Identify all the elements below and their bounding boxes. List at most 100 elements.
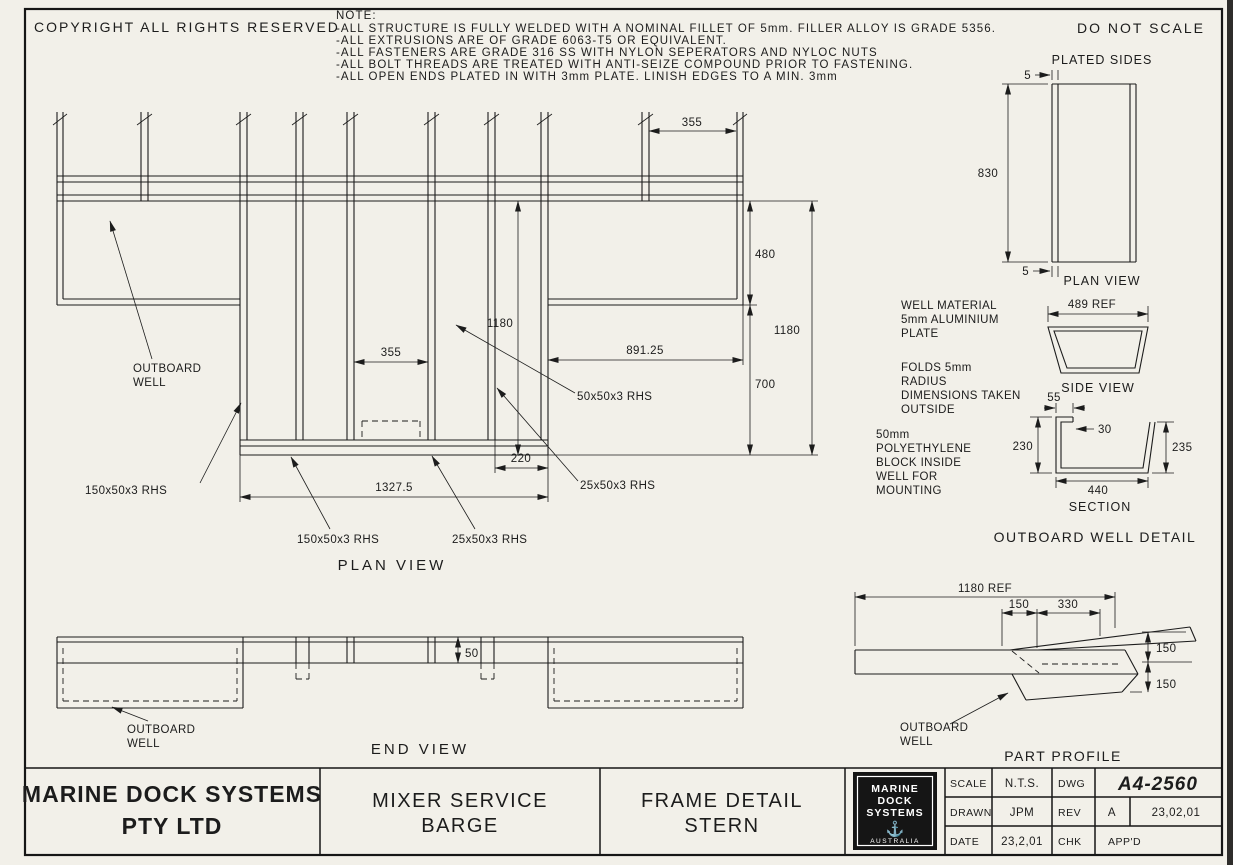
dwg-number: A4-2560: [1117, 774, 1198, 795]
plan-view-caption: PLAN VIEW: [338, 557, 447, 574]
sheet-title-line2: STERN: [684, 815, 759, 837]
profile-hidden-lines: [1011, 650, 1120, 674]
well-note-folds-1: FOLDS 5mm: [901, 362, 972, 374]
well-note-block-3: BLOCK INSIDE: [876, 457, 961, 469]
endview-label-outboard-2: WELL: [127, 738, 160, 750]
leader-rhs-150-left: [199, 402, 242, 484]
leader-rhs-25-right: [496, 387, 579, 482]
endview-structure-lines: [56, 636, 744, 709]
company-name-line1: MARINE DOCK SYSTEMS: [22, 781, 322, 807]
note-line-4: -ALL BOLT THREADS ARE TREATED WITH ANTI-…: [336, 59, 913, 71]
section-outline: [1055, 416, 1156, 474]
plated-dim-830: 830: [978, 168, 998, 180]
plan-label-outboard-2: WELL: [133, 377, 166, 389]
logo-text-line1: MARINE: [871, 783, 918, 795]
plan-dim-220: 220: [511, 453, 531, 465]
leader-rhs-25-bot: [431, 455, 476, 530]
plan-label-rhs-25-right: 25x50x3 RHS: [580, 480, 655, 492]
outboard-well-detail-title: OUTBOARD WELL DETAIL: [994, 529, 1197, 545]
leader-rhs-50: [455, 324, 576, 394]
border-frame: [23, 7, 1224, 857]
plan-view: 355 480 700 1180 1180 891.25 355 220 132…: [52, 112, 818, 574]
end-view: 50 OUTBOARD WELL END VIEW: [56, 636, 744, 758]
sheet-title-line1: FRAME DETAIL: [641, 790, 803, 812]
drawn-value: JPM: [1010, 807, 1035, 819]
profile-dim-330: 330: [1058, 599, 1078, 611]
sideview-outline-inner: [1053, 330, 1143, 369]
logo-text-line2: DOCK: [878, 795, 913, 807]
plan-dim-1180-right: 1180: [774, 325, 800, 337]
rev-label: REV: [1058, 807, 1081, 819]
plan-dim-700: 700: [755, 379, 775, 391]
well-dim-230: 230: [1013, 441, 1033, 453]
well-note-folds-2: RADIUS: [901, 376, 947, 388]
plated-sides-title: PLATED SIDES: [1052, 53, 1153, 67]
endview-hidden-lines: [62, 648, 738, 702]
outboard-well-detail: WELL MATERIAL 5mm ALUMINIUM PLATE FOLDS …: [876, 299, 1197, 545]
endview-label-outboard-1: OUTBOARD: [127, 724, 195, 736]
note-line-5: -ALL OPEN ENDS PLATED IN WITH 3mm PLATE.…: [336, 71, 838, 83]
well-note-block-4: WELL FOR: [876, 471, 938, 483]
logo-inner-border: [856, 775, 934, 847]
well-dim-30: 30: [1098, 424, 1112, 436]
note-line-1: -ALL STRUCTURE IS FULLY WELDED WITH A NO…: [336, 23, 996, 35]
plan-label-outboard-1: OUTBOARD: [133, 363, 201, 375]
well-dim-235: 235: [1172, 442, 1192, 454]
drawn-label: DRAWN: [950, 807, 992, 819]
plated-dim-5-bottom: 5: [1022, 266, 1029, 278]
plan-dim-355-mid: 355: [381, 347, 401, 359]
well-dim-55: 55: [1047, 392, 1061, 404]
side-view-caption: SIDE VIEW: [1061, 381, 1135, 395]
well-note-material-3: PLATE: [901, 328, 939, 340]
notes-title: NOTE:: [336, 10, 377, 22]
profile-ext-lines: [854, 592, 1192, 693]
plated-sides-outline: [1051, 83, 1137, 263]
plan-label-rhs-25-bot: 25x50x3 RHS: [452, 534, 527, 546]
project-title-line1: MIXER SERVICE: [372, 790, 548, 812]
notes-block: NOTE: -ALL STRUCTURE IS FULLY WELDED WIT…: [336, 10, 996, 83]
plan-label-rhs-150-left: 150x50x3 RHS: [85, 485, 167, 497]
dwg-label: DWG: [1058, 778, 1085, 790]
well-note-block-1: 50mm: [876, 429, 910, 441]
well-dim-489: 489 REF: [1068, 299, 1116, 311]
leader-outboard-well: [109, 220, 153, 360]
plated-sides-ext-lines: [1002, 70, 1059, 277]
note-line-2: -ALL EXTRUSIONS ARE OF GRADE 6063-T5 OR …: [336, 35, 727, 47]
plan-dim-1180-mid: 1180: [487, 318, 513, 330]
scale-label: SCALE: [950, 778, 987, 790]
well-dim-440: 440: [1088, 485, 1108, 497]
well-note-material-2: 5mm ALUMINIUM: [901, 314, 999, 326]
plan-dim-891: 891.25: [626, 345, 664, 357]
sheet-frame: [23, 0, 1233, 865]
part-profile-caption: PART PROFILE: [1004, 748, 1122, 764]
plated-dim-5-top: 5: [1024, 70, 1031, 82]
plan-dim-480: 480: [755, 249, 775, 261]
section-ext-lines: [1030, 403, 1174, 488]
section-caption: SECTION: [1069, 500, 1132, 514]
chk-label: CHK: [1058, 836, 1082, 848]
leader-rhs-150-bot: [290, 456, 331, 530]
end-view-caption: END VIEW: [371, 741, 469, 758]
part-profile: 1180 REF 150 330 150 150 OUTBOARD WELL P…: [854, 583, 1197, 764]
logo-text-line3: SYSTEMS: [866, 807, 923, 819]
copyright-text: COPYRIGHT ALL RIGHTS RESERVED: [34, 19, 340, 35]
profile-dim-150-c: 150: [1156, 679, 1176, 691]
title-block-grid: [25, 767, 1222, 855]
well-note-block-2: POLYETHYLENE: [876, 443, 971, 455]
plated-sides-caption: PLAN VIEW: [1063, 274, 1140, 288]
date-value: 23,2,01: [1001, 836, 1043, 848]
leader-endview-outboard: [111, 706, 149, 722]
well-note-material-1: WELL MATERIAL: [901, 300, 997, 312]
well-note-folds-3: DIMENSIONS TAKEN: [901, 390, 1021, 402]
company-logo: [853, 772, 937, 850]
project-title-line2: BARGE: [421, 815, 499, 837]
plated-sides-detail: PLATED SIDES 5 5 830 PLAN VIEW: [978, 53, 1153, 288]
title-block: MARINE DOCK SYSTEMS PTY LTD MIXER SERVIC…: [22, 767, 1222, 855]
header: COPYRIGHT ALL RIGHTS RESERVED DO NOT SCA…: [34, 19, 1203, 36]
plan-dim-1327: 1327.5: [375, 482, 413, 494]
well-note-block-5: MOUNTING: [876, 485, 942, 497]
profile-dim-1180-ref: 1180 REF: [958, 583, 1012, 595]
rev-date: 23,02,01: [1152, 807, 1201, 819]
plan-dim-355-top: 355: [682, 117, 702, 129]
